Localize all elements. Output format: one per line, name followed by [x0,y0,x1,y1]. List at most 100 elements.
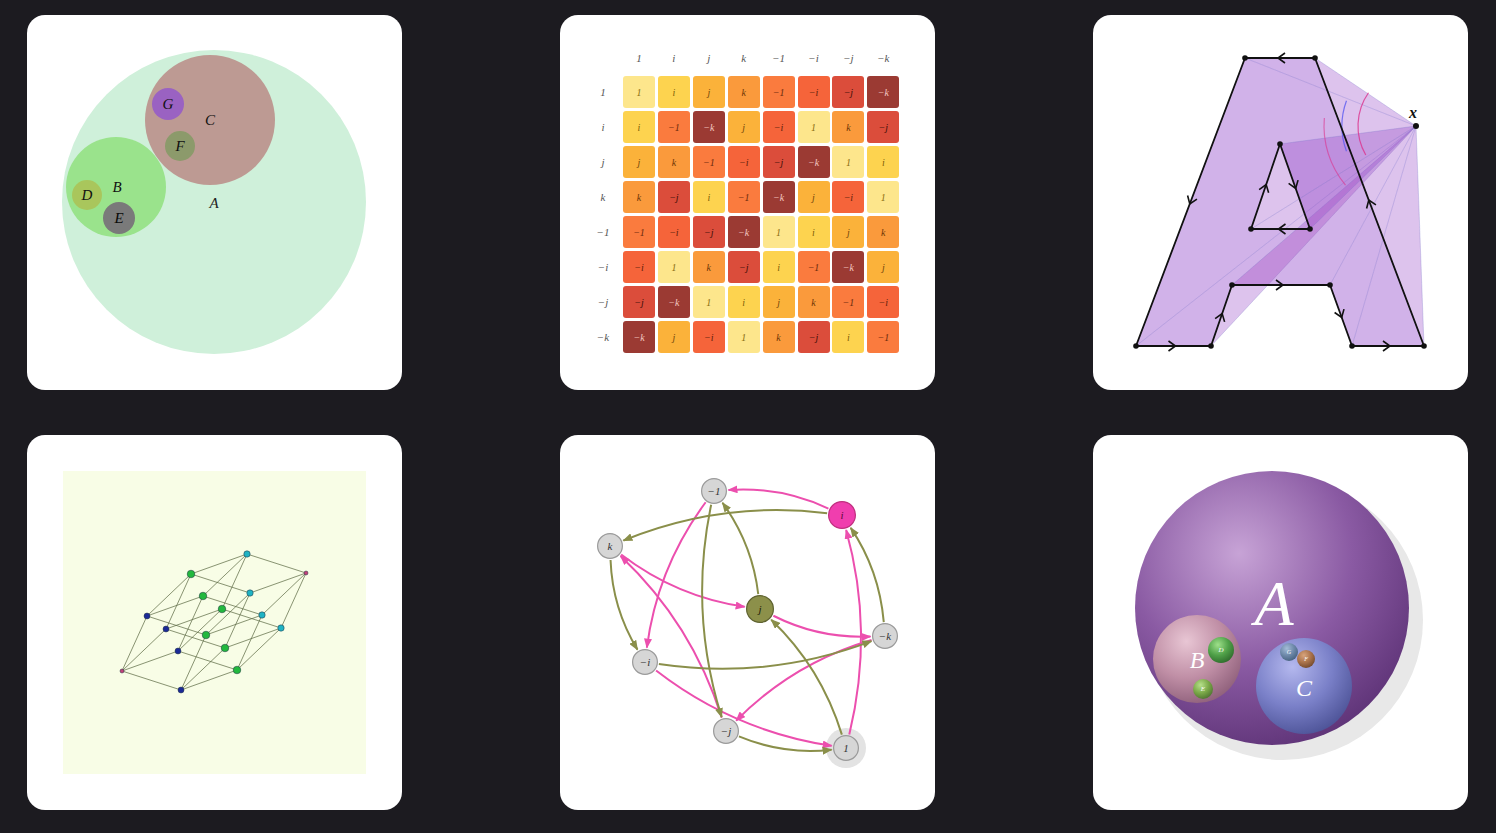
table-cell: 1 [798,111,830,143]
table-cell: −1 [763,76,795,108]
node-circle [165,131,195,161]
set-circle: G [152,88,184,120]
table-cell: −j [763,146,795,178]
vertex-dot [1312,55,1318,61]
graph-edge [247,554,306,573]
group-element: k [597,533,623,559]
table-cell: k [798,286,830,318]
graph-vertex [278,625,284,631]
graph-vertex [163,626,169,632]
direction-chevron [1289,180,1301,190]
table-cell: i [658,76,690,108]
cayley-arrow [739,736,832,750]
node-label: C [1296,676,1312,700]
letter-fill [1136,58,1424,346]
table-cell: 1 [763,216,795,248]
node-label: D [1218,647,1223,654]
graph-vertex [244,551,250,557]
table-cell: 1 [693,286,725,318]
table-cell: j [798,181,830,213]
node-label: G [163,97,174,112]
node-circle [152,88,184,120]
table-cell: −1 [658,111,690,143]
node-label: A [1254,572,1293,636]
table-cell: k [867,216,899,248]
graph-edge [206,615,262,635]
table-cell: k [693,251,725,283]
node-circle [72,180,102,210]
table-cell: −j [867,111,899,143]
graph-edge [178,596,203,651]
graph-edge [122,629,166,671]
table-cell: j [763,286,795,318]
table-cell: k [658,146,690,178]
table-cell: −k [693,111,725,143]
node-circle [1256,638,1352,734]
row-header: −1 [597,227,610,238]
table-cell: −i [693,321,725,353]
vertex-dot [1349,343,1355,349]
table-cell: j [693,76,725,108]
graph-vertex [221,644,229,652]
node-label: −j [721,726,731,737]
card [560,435,935,810]
column-header: k [741,53,746,64]
direction-chevron [1278,53,1285,63]
graph-edge [203,554,247,596]
table-cell: −1 [798,251,830,283]
graph-edge [122,616,147,671]
row-header: k [601,192,606,203]
graph-vertex [202,631,210,639]
node-circle [633,650,658,675]
table-cell: 1 [658,251,690,283]
cayley-arrow [623,510,827,540]
point-dot [1413,123,1419,129]
column-header: −j [843,53,853,64]
angle-arc [1358,93,1368,155]
graph-edge [147,574,191,616]
graph-edge [191,554,247,574]
table-cell: −j [728,251,760,283]
node-circle [66,137,166,237]
direction-chevron [1215,312,1227,322]
angle-arc [1342,101,1346,152]
table-cell: −k [832,251,864,283]
table-cell: k [832,111,864,143]
table-cell: i [763,251,795,283]
graph-edge [191,574,250,593]
table-cell: −j [832,76,864,108]
group-element: 1 [833,735,859,761]
graph-vertex [187,570,195,578]
table-cell: 1 [623,76,655,108]
table-cell: i [867,146,899,178]
node-circle [829,502,856,529]
table-cell: i [693,181,725,213]
table-cell: −k [763,181,795,213]
table-cell: −j [693,216,725,248]
direction-chevron [1169,341,1176,351]
cayley-arrow [647,502,706,647]
table-cell: −1 [623,216,655,248]
graph-vertex [178,687,184,693]
node-label: D [82,188,93,203]
vertex-dot [1229,282,1235,288]
graph-vertex [259,612,265,618]
graph-vertex [233,666,241,674]
direction-chevron [1364,198,1376,208]
column-header: −k [877,53,889,64]
point-label: x [1409,105,1417,121]
cayley-arrow [846,530,861,734]
table-cell: −j [798,321,830,353]
node-circle [702,479,727,504]
table-cell: −j [623,286,655,318]
table-cell: −j [658,181,690,213]
graph-edge [222,554,247,609]
node-label: F [1304,656,1308,662]
cayley-arrow [736,640,871,721]
group-element: −1 [701,478,727,504]
cayley-arrow [611,560,638,650]
set-sphere: F [1297,650,1315,668]
vertex-dot [1421,343,1427,349]
set-circle: ACGFBDE [62,50,366,354]
